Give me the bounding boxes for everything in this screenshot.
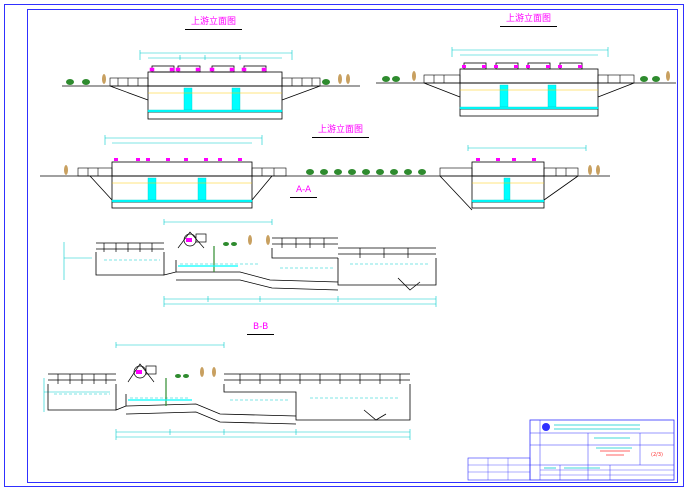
elevation-2-vegetation bbox=[382, 71, 670, 82]
elevation-3-vegetation bbox=[64, 165, 600, 175]
elevation-2 bbox=[376, 47, 676, 117]
section-b-vegetation bbox=[175, 367, 216, 378]
institute-logo bbox=[542, 423, 550, 431]
section-b-railing bbox=[48, 373, 410, 384]
section-a-railing bbox=[96, 237, 436, 258]
elevation-1-title: 上游立面图 bbox=[184, 14, 243, 30]
elevation-1-vegetation bbox=[66, 74, 350, 85]
elevation-3-hoists bbox=[114, 158, 536, 161]
section-a-vegetation bbox=[223, 235, 270, 246]
section-a-hoist-marks bbox=[186, 238, 192, 242]
elevation-1-railing bbox=[109, 77, 321, 87]
title-block bbox=[467, 419, 675, 481]
section-b-body bbox=[47, 384, 411, 425]
section-a bbox=[63, 219, 437, 307]
elevation-3-dimensions bbox=[104, 135, 587, 151]
elevation-2-dimensions bbox=[451, 47, 609, 57]
elevation-1-gates bbox=[147, 87, 283, 113]
elevation-3 bbox=[40, 135, 610, 211]
outer-border bbox=[4, 4, 684, 487]
section-b-hoist-marks bbox=[136, 370, 142, 374]
drawing-number: (2/3) bbox=[651, 452, 663, 458]
elevation-2-title: 上游立面图 bbox=[499, 11, 558, 27]
elevation-1-dimensions bbox=[139, 50, 293, 60]
elevation-2-gates bbox=[459, 84, 599, 110]
section-a-body bbox=[95, 248, 437, 291]
section-b-water bbox=[54, 393, 400, 401]
elevation-1 bbox=[62, 50, 360, 120]
elevation-1-hoists bbox=[149, 67, 267, 72]
elevation-2-railing bbox=[423, 74, 635, 84]
section-a-hoist bbox=[177, 231, 207, 249]
section-a-title: A-A bbox=[289, 185, 318, 198]
elevation-2-hoists bbox=[462, 65, 582, 68]
section-a-dimensions bbox=[63, 219, 437, 307]
inner-border bbox=[27, 9, 678, 483]
elevation-3-gates bbox=[111, 177, 545, 203]
section-b bbox=[43, 342, 411, 440]
section-b-title: B-B bbox=[246, 322, 275, 335]
title-block-title-lines bbox=[600, 450, 630, 456]
section-a-water bbox=[104, 259, 430, 269]
section-b-hoist bbox=[127, 363, 157, 383]
elevation-3-title: 上游立面图 bbox=[311, 122, 370, 138]
title-block-text-lines bbox=[544, 424, 640, 469]
elevation-3-structure bbox=[89, 161, 579, 211]
section-b-dimensions bbox=[43, 342, 411, 440]
